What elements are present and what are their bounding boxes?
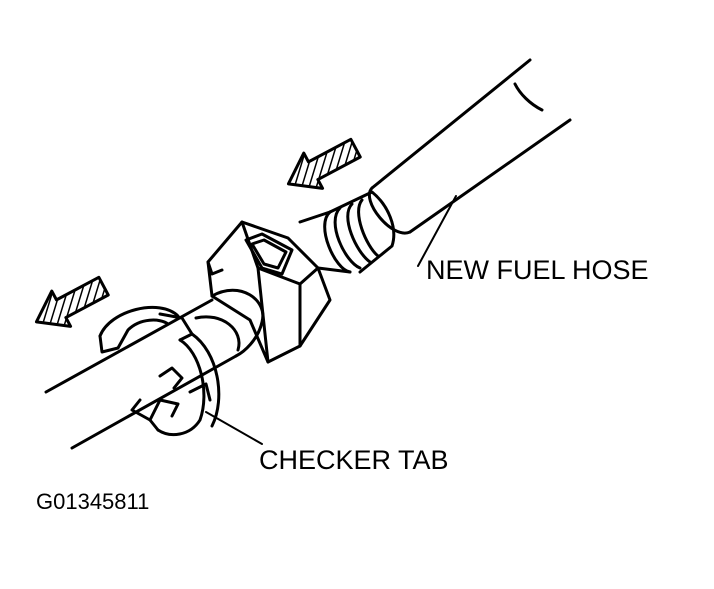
checker-tab-clip xyxy=(98,305,221,437)
hatched-arrow-left-icon xyxy=(286,137,362,190)
new-fuel-hose-label: NEW FUEL HOSE xyxy=(426,255,649,285)
checker-tab-label: CHECKER TAB xyxy=(259,445,449,475)
new-fuel-hose xyxy=(368,58,572,235)
pipe-lower xyxy=(44,288,265,450)
figure-code: G01345811 xyxy=(36,489,150,514)
leader-new-fuel-hose xyxy=(417,195,457,267)
leader-checker-tab xyxy=(205,411,263,445)
pipe-spool-end xyxy=(298,190,396,274)
hatched-arrow-left-icon xyxy=(34,275,110,328)
